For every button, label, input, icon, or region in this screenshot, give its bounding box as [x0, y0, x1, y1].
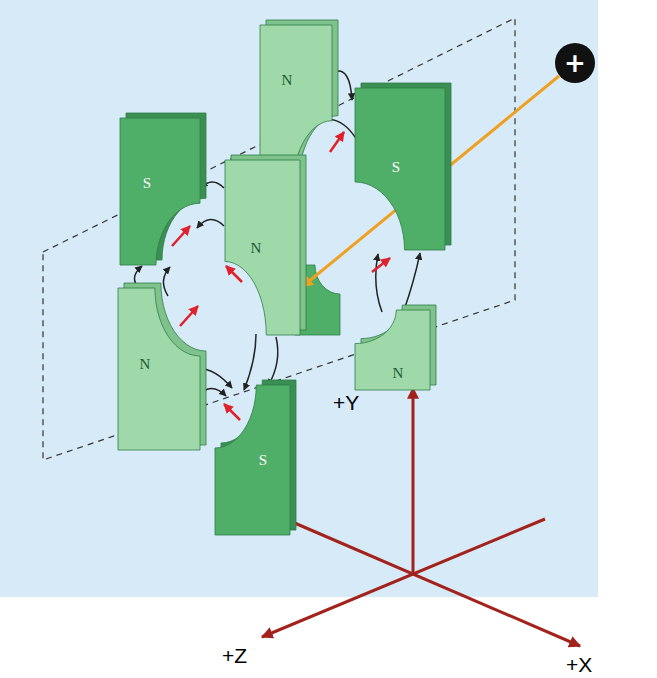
magnet-pole: N	[225, 160, 300, 335]
charge-symbol: +	[555, 43, 595, 83]
field-line	[268, 337, 278, 386]
magnet-face	[225, 160, 300, 335]
pole-letter: N	[282, 73, 293, 88]
field-line	[163, 267, 170, 296]
magnet-face	[215, 385, 290, 535]
magnet-shape	[120, 118, 200, 265]
magnet-shape	[215, 385, 290, 535]
magnet-shape	[118, 288, 200, 450]
magnet-pole: S	[120, 118, 200, 265]
y-axis	[412, 388, 415, 573]
magnet-pole: N	[118, 288, 200, 450]
axis-label: +X	[566, 654, 592, 675]
pole-letter: N	[251, 241, 262, 256]
magnet-pole: S	[355, 88, 445, 250]
field-line	[244, 334, 256, 390]
field-line	[376, 254, 382, 312]
axis-label-box: +X	[566, 654, 592, 675]
magnet-shape	[225, 160, 300, 335]
field-line	[404, 253, 420, 310]
pole-letter: S	[392, 160, 400, 175]
magnet-face	[120, 118, 200, 265]
z-axis	[262, 519, 545, 637]
axis-label: +Z	[222, 645, 247, 666]
pole-letter: N	[393, 366, 404, 381]
background-panel	[0, 0, 598, 597]
force-arrow	[372, 258, 390, 272]
field-line	[197, 219, 224, 228]
charge-sign: +	[564, 50, 586, 76]
magnet-face	[355, 310, 430, 390]
magnet-face	[118, 288, 200, 450]
force-arrow	[172, 226, 190, 246]
force-arrow	[226, 266, 242, 282]
particle-path	[302, 76, 559, 287]
magnet-face	[355, 88, 445, 250]
magnet-shape	[355, 310, 430, 390]
axis-label-box: +Z	[222, 645, 247, 666]
magnet-pole: N	[355, 310, 430, 390]
axis-label: +Y	[333, 392, 359, 413]
force-arrow	[224, 404, 240, 420]
force-arrow	[180, 306, 198, 326]
pole-letter: N	[140, 357, 151, 372]
pole-letter: S	[259, 453, 267, 468]
axes	[262, 388, 580, 646]
pole-letter: S	[143, 176, 151, 191]
force-arrow	[330, 132, 344, 152]
x-axis	[290, 521, 580, 646]
charge-disc	[555, 43, 595, 83]
magnet-pole: S	[215, 385, 290, 535]
axis-label-box: +Y	[333, 392, 359, 413]
